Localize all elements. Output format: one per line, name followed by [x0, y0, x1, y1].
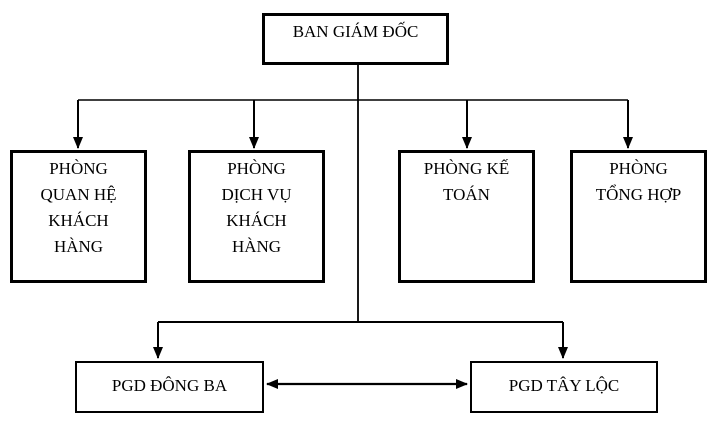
- node-label-line: DỊCH VỤ: [221, 185, 292, 204]
- node-label-line: KHÁCH: [226, 211, 287, 230]
- node-phong-tong-hop: PHÒNG TỔNG HỢP: [570, 150, 707, 283]
- node-label: PGD TÂY LỘC: [508, 375, 620, 395]
- node-pgd-dong-ba: PGD ĐÔNG BA: [75, 361, 264, 413]
- node-label-line: PHÒNG: [609, 159, 668, 178]
- node-label-line: HÀNG: [231, 237, 282, 256]
- node-label-line: QUAN HỆ: [40, 185, 117, 204]
- node-phong-quan-he-khach-hang: PHÒNG QUAN HỆ KHÁCH HÀNG: [10, 150, 147, 283]
- node-label-line: PHÒNG: [49, 159, 108, 178]
- node-label-line: HÀNG: [53, 237, 104, 256]
- node-phong-dich-vu-khach-hang: PHÒNG DỊCH VỤ KHÁCH HÀNG: [188, 150, 325, 283]
- node-label-line: TOÁN: [443, 185, 490, 204]
- node-phong-ke-toan: PHÒNG KẾ TOÁN: [398, 150, 535, 283]
- node-label-line: KHÁCH: [48, 211, 109, 230]
- node-label: PGD ĐÔNG BA: [111, 375, 228, 395]
- node-label-line: PHÒNG: [227, 159, 286, 178]
- node-label-line: TỔNG HỢP: [595, 185, 682, 204]
- node-label: BAN GIÁM ĐỐC: [292, 22, 419, 41]
- node-pgd-tay-loc: PGD TÂY LỘC: [470, 361, 658, 413]
- node-ban-giam-doc: BAN GIÁM ĐỐC: [262, 13, 449, 65]
- node-label-line: PHÒNG KẾ: [423, 159, 510, 178]
